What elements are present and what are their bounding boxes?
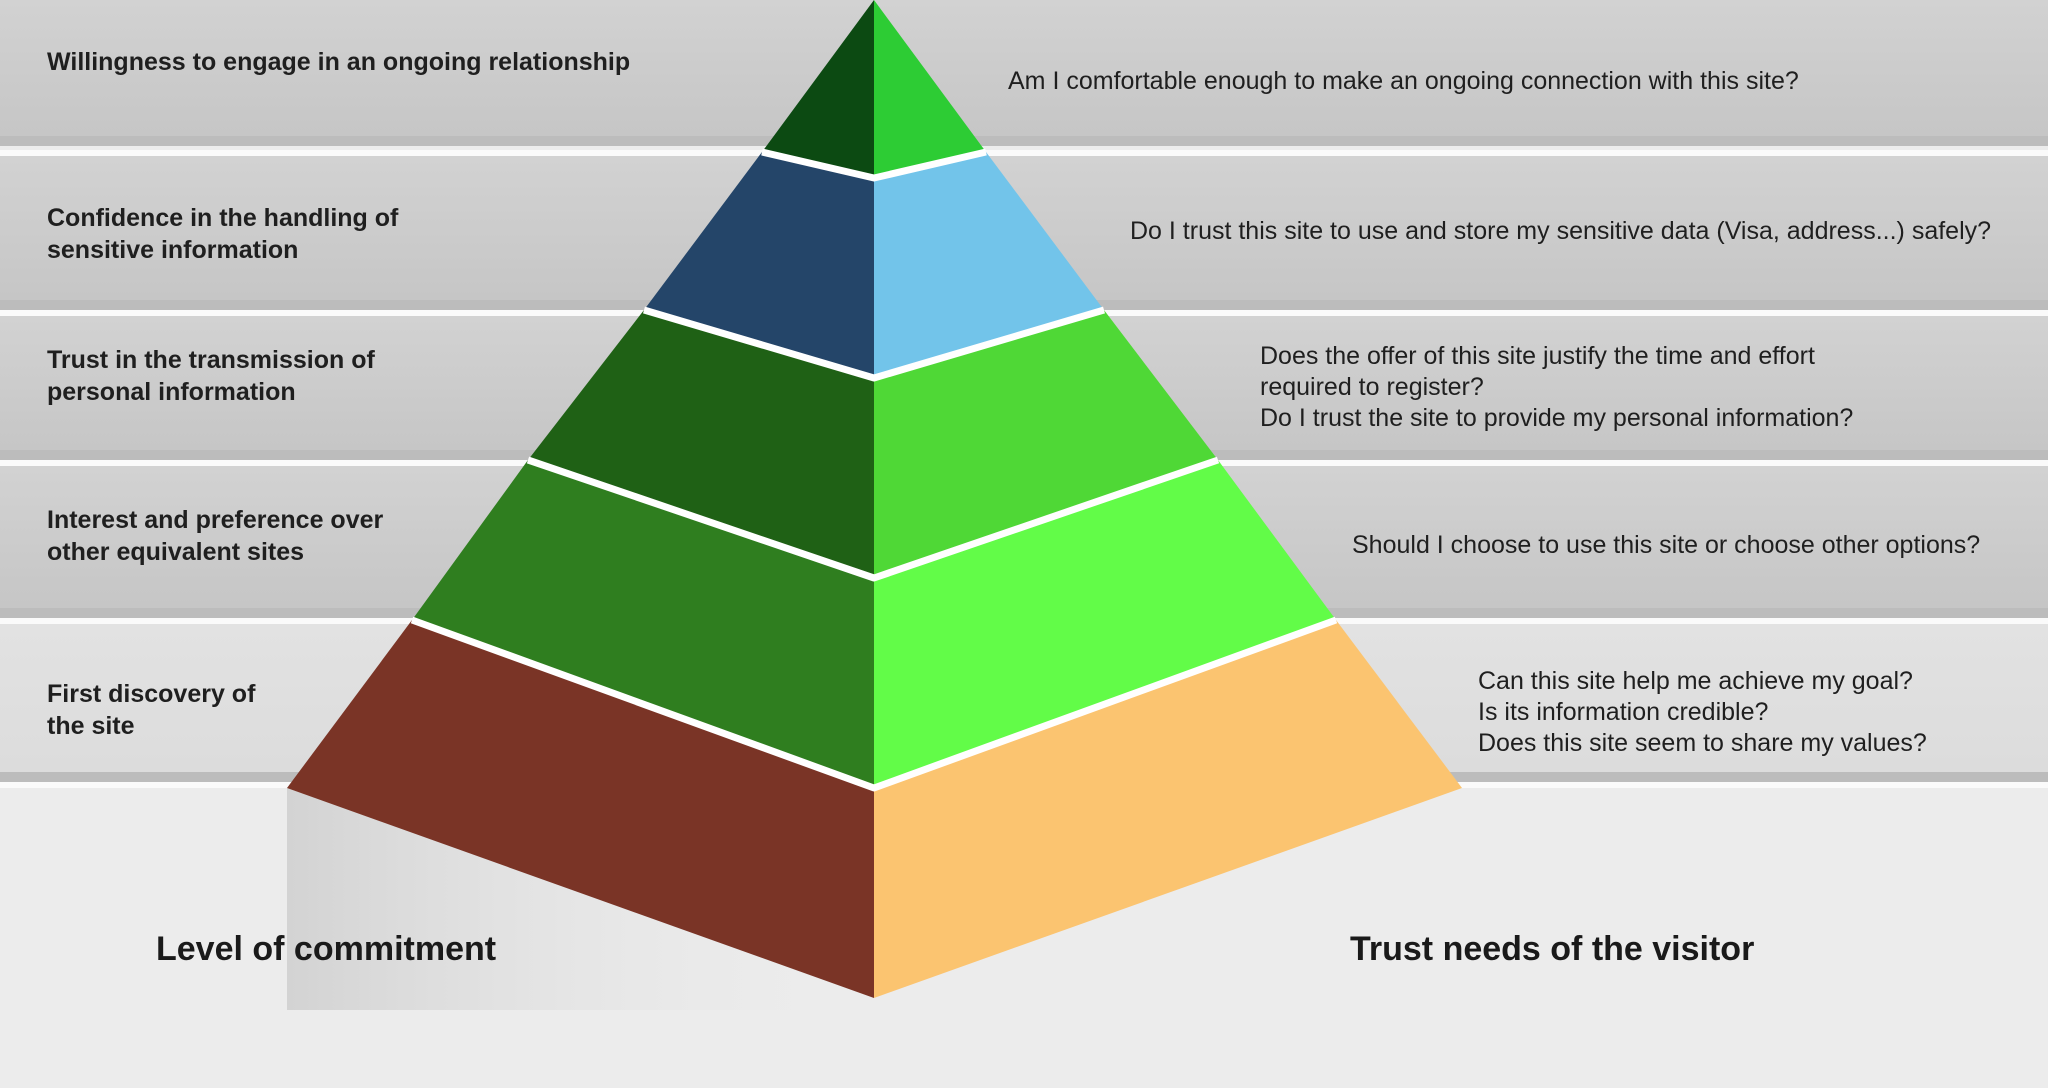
commitment-label-5: First discovery of the site	[47, 680, 256, 740]
pyramid-level-3-right	[874, 310, 1218, 578]
pyramid-level-1-left	[762, 0, 874, 178]
trust-need-4: Should I choose to use this site or choo…	[1352, 531, 1981, 559]
right-axis-title: Trust needs of the visitor	[1350, 930, 1755, 968]
commitment-label-1: Willingness to engage in an ongoing rela…	[47, 48, 631, 76]
trust-need-5: Can this site help me achieve my goal? I…	[1478, 667, 1927, 757]
pyramid-level-1-right	[874, 0, 986, 178]
left-axis-title: Level of commitment	[156, 930, 497, 968]
pyramid-level-5-left	[287, 620, 874, 998]
pyramid-level-2-right	[874, 152, 1104, 378]
pyramid-level-5-right	[874, 620, 1462, 998]
pyramid-level-2-left	[644, 152, 874, 378]
pyramid-separators	[410, 148, 1338, 792]
pyramid-shadow	[287, 788, 874, 1010]
pyramid-level-3-left	[528, 310, 874, 578]
trust-need-1: Am I comfortable enough to make an ongoi…	[1008, 67, 1799, 95]
commitment-label-3: Trust in the transmission of personal in…	[47, 346, 375, 406]
trust-need-2: Do I trust this site to use and store my…	[1130, 217, 1992, 245]
band-separator	[0, 150, 2048, 156]
commitment-label-4: Interest and preference over other equiv…	[47, 506, 384, 566]
band-level-1	[0, 0, 2048, 146]
trust-need-3: Does the offer of this site justify the …	[1260, 342, 1854, 432]
commitment-label-2: Confidence in the handling of sensitive …	[47, 204, 399, 264]
